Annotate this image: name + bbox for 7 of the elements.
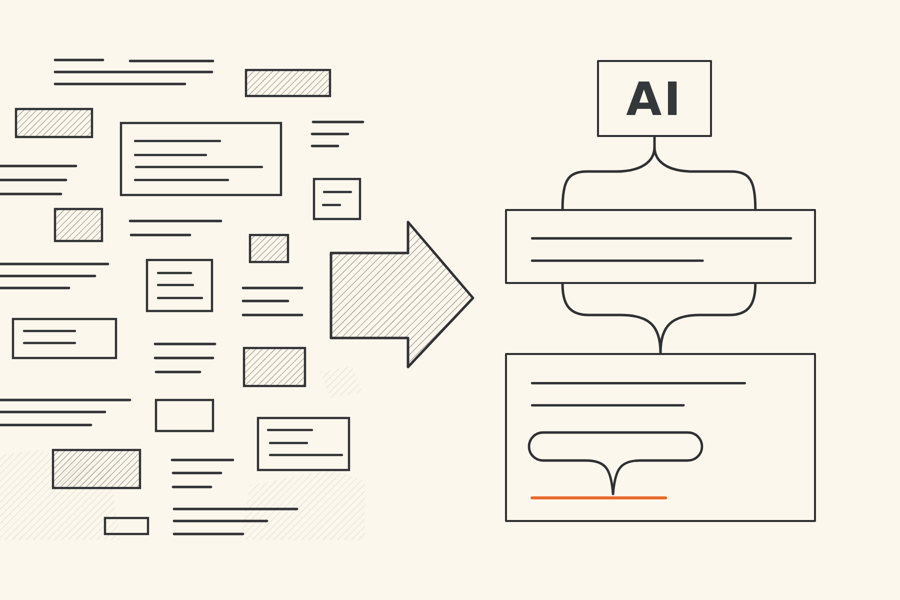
brace-connector bbox=[561, 136, 757, 210]
text-card bbox=[505, 353, 816, 522]
text-card bbox=[505, 209, 816, 284]
label-box bbox=[597, 60, 712, 137]
brace-connector bbox=[561, 282, 757, 354]
node-label: AI bbox=[626, 76, 683, 122]
speech-bubble bbox=[528, 430, 702, 494]
